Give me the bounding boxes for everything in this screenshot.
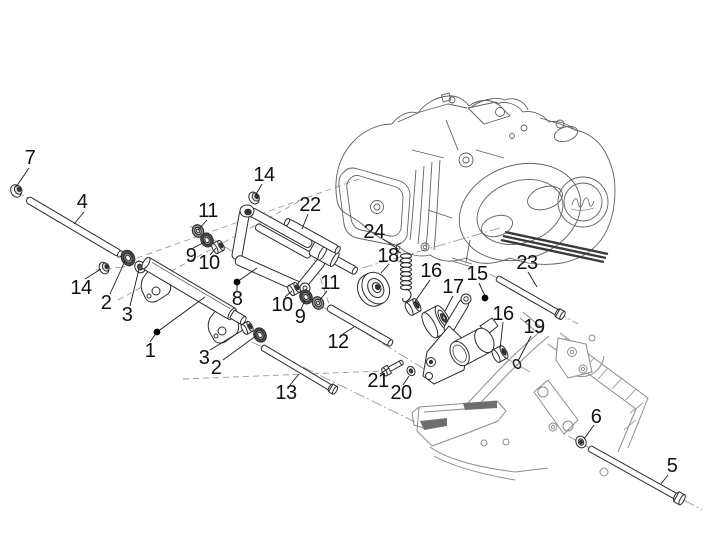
part-label-3: 3: [121, 304, 133, 326]
part-bush-16a: [404, 298, 422, 316]
part-label-10: 10: [198, 252, 220, 274]
part-label-1: 1: [144, 340, 156, 362]
part-washer-11b: [311, 296, 325, 310]
part-label-11: 11: [320, 272, 340, 294]
part-label-14: 14: [70, 277, 92, 299]
parts-layer: [10, 184, 686, 506]
part-label-8: 8: [231, 288, 243, 310]
part-washer-20: [406, 365, 416, 377]
chassis-frame-illustration: [411, 311, 649, 481]
part-bearing-2b: [253, 327, 267, 343]
part-bearing-9a: [200, 232, 214, 248]
part-label-3: 3: [198, 347, 210, 369]
part-bush-10b: [287, 281, 301, 297]
part-washer-6: [575, 435, 587, 449]
leader-dots: [153, 278, 489, 336]
part-label-11: 11: [198, 200, 218, 222]
part-nut-14b: [248, 191, 260, 205]
part-label-6: 6: [590, 406, 602, 428]
part-label-4: 4: [76, 191, 88, 213]
part-rod-12: [326, 304, 394, 347]
part-nut-7: [10, 184, 23, 198]
part-label-18: 18: [377, 245, 399, 267]
part-label-23: 23: [516, 252, 538, 274]
part-label-5: 5: [666, 455, 678, 477]
leader-lines: [15, 167, 669, 485]
part-nut-14a: [98, 261, 110, 275]
part-bolt-5: [587, 445, 686, 506]
part-bolt-13: [260, 344, 339, 395]
part-label-17: 17: [442, 276, 464, 298]
part-label-2: 2: [210, 357, 222, 379]
engine-illustration: [335, 92, 616, 268]
part-swingarm-1: [140, 256, 247, 344]
vespa-logo-icon: [570, 197, 595, 211]
part-bearing-9b: [299, 289, 313, 305]
part-label-16: 16: [492, 303, 514, 325]
part-bracket-15: [422, 293, 499, 385]
part-label-15: 15: [466, 263, 488, 285]
part-label-13: 13: [275, 382, 297, 404]
part-rod-4: [26, 196, 123, 258]
part-label-22: 22: [299, 194, 321, 216]
part-ring-19: [512, 358, 522, 370]
part-bolt-23: [495, 275, 566, 321]
part-label-14: 14: [253, 164, 275, 186]
part-label-10: 10: [271, 294, 293, 316]
part-label-24: 24: [363, 221, 385, 243]
part-label-7: 7: [24, 147, 36, 169]
part-bolt-21: [381, 359, 404, 377]
part-bracket-8: [231, 204, 358, 294]
part-label-12: 12: [327, 331, 349, 353]
part-label-9: 9: [185, 245, 197, 267]
part-label-20: 20: [390, 382, 412, 404]
part-washer-11a: [191, 224, 205, 238]
part-label-9: 9: [294, 306, 306, 328]
part-label-21: 21: [367, 370, 389, 392]
part-label-19: 19: [523, 316, 545, 338]
part-disc-18: [357, 271, 391, 307]
part-label-16: 16: [420, 260, 442, 282]
part-bush-16b: [491, 345, 509, 363]
part-label-2: 2: [100, 292, 112, 314]
part-rod-22: [283, 217, 341, 255]
